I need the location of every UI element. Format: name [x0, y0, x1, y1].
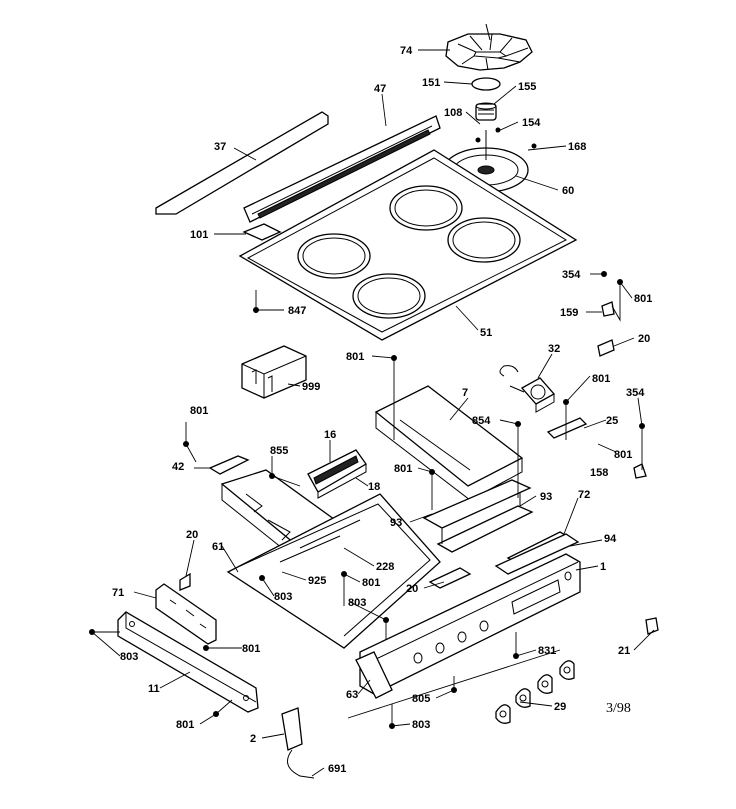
callout-7: 7 [462, 387, 468, 399]
callout-855: 855 [270, 445, 288, 457]
callout-691: 691 [328, 763, 346, 775]
callout-29: 29 [554, 701, 566, 713]
transformer-box [241, 345, 307, 399]
callout-803-left: 803 [120, 651, 138, 663]
bracket-42 [208, 455, 250, 475]
leader-lines [90, 49, 655, 777]
callout-999: 999 [302, 381, 320, 393]
callout-108: 108 [444, 107, 462, 119]
callout-63: 63 [346, 689, 358, 701]
callout-803-bottom: 803 [412, 719, 430, 731]
bracket-20-mid [428, 567, 472, 589]
callout-47: 47 [374, 83, 386, 95]
callout-801-center: 801 [394, 463, 412, 475]
gasket-ring [471, 77, 501, 91]
backguard-vent [243, 115, 441, 223]
lower-base-63 [355, 651, 393, 699]
callout-354-top: 354 [562, 269, 581, 281]
callout-159: 159 [560, 307, 578, 319]
callout-37: 37 [214, 141, 226, 153]
callout-51: 51 [480, 327, 492, 339]
callout-805: 805 [412, 693, 430, 705]
callout-801-bottom: 801 [176, 719, 194, 731]
callout-2: 2 [250, 733, 256, 745]
callout-18: 18 [368, 481, 380, 493]
rear-support-channel [374, 385, 524, 501]
callout-801-mid: 801 [346, 351, 364, 363]
callout-94: 94 [604, 533, 617, 545]
callout-847: 847 [288, 305, 306, 317]
cooktop-panel [238, 149, 578, 341]
callout-151: 151 [422, 77, 440, 89]
callout-101: 101 [190, 229, 208, 241]
manifold-bracket-93 [422, 479, 534, 553]
callout-801-left-lower: 801 [242, 643, 260, 655]
burner-grate [445, 23, 533, 71]
side-bracket-71 [155, 583, 217, 645]
callout-801-top-right: 801 [634, 293, 652, 305]
callout-801-fan: 801 [592, 373, 610, 385]
kick-panel-11 [117, 611, 259, 713]
callout-74: 74 [400, 45, 413, 57]
callout-20-mid: 20 [406, 583, 418, 595]
control-knobs [495, 660, 575, 724]
callout-16: 16 [324, 429, 336, 441]
bracket-20-left [179, 572, 191, 591]
bracket-25 [546, 417, 588, 439]
callout-60: 60 [562, 185, 574, 197]
callout-925: 925 [308, 575, 326, 587]
callout-93-right: 93 [540, 491, 552, 503]
end-cap-21 [645, 617, 659, 635]
callout-831: 831 [538, 645, 556, 657]
cooling-fan [499, 365, 556, 413]
clip-158 [633, 463, 647, 479]
callout-20-left: 20 [186, 529, 198, 541]
callout-20-right: 20 [638, 333, 650, 345]
callout-803-center: 803 [348, 597, 366, 609]
date-code: 3/98 [606, 701, 631, 716]
callout-803-mid: 803 [274, 591, 292, 603]
callout-21: 21 [618, 645, 630, 657]
callout-71: 71 [112, 587, 124, 599]
callout-854: 854 [472, 415, 491, 427]
callout-801-left: 801 [190, 405, 208, 417]
fastener-dots [89, 127, 645, 729]
callout-155: 155 [518, 81, 536, 93]
burner-box-61 [226, 493, 441, 649]
burner-cap [475, 102, 497, 121]
callout-1: 1 [600, 561, 606, 573]
vent-gasket [242, 223, 282, 241]
callout-labels: 74 151 155 108 154 168 60 47 37 101 847 … [112, 45, 652, 775]
rear-trim-strip [155, 111, 329, 215]
igniter-switch [281, 707, 315, 779]
callout-801-lower: 801 [362, 577, 380, 589]
callout-354-right: 354 [626, 387, 645, 399]
callout-168: 168 [568, 141, 586, 153]
callout-25: 25 [606, 415, 618, 427]
callout-154: 154 [522, 117, 541, 129]
callout-11: 11 [148, 683, 160, 695]
bracket-94 [494, 533, 580, 575]
callout-93-left: 93 [390, 517, 402, 529]
callout-32: 32 [548, 343, 560, 355]
clip-20-right [597, 339, 615, 357]
callout-801-right: 801 [614, 449, 632, 461]
callout-61: 61 [212, 541, 224, 553]
spark-module-16 [307, 449, 367, 499]
callout-42: 42 [172, 461, 184, 473]
clip-159 [601, 301, 615, 317]
callout-158: 158 [590, 467, 608, 479]
callout-228: 228 [376, 561, 394, 573]
callout-72: 72 [578, 489, 590, 501]
